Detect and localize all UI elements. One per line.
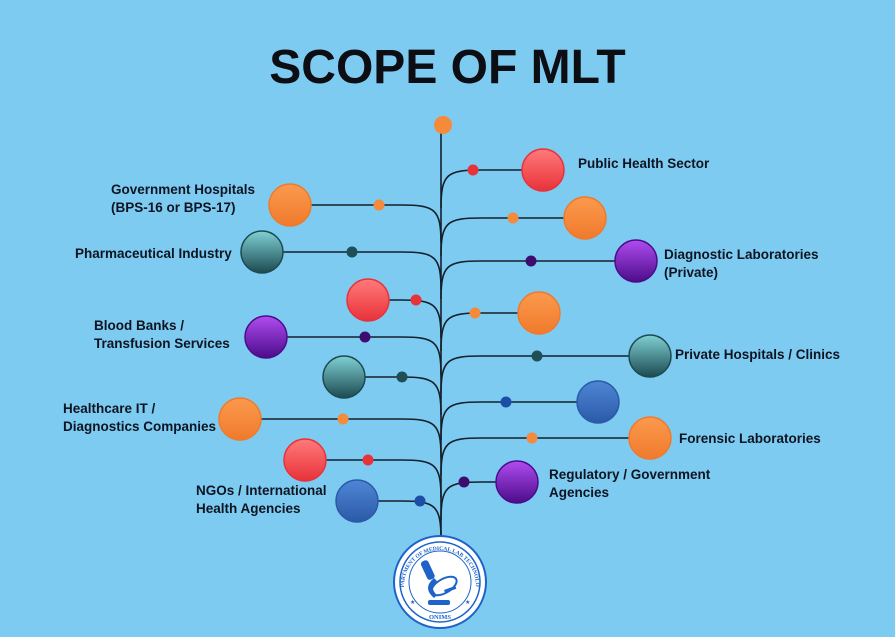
- branch-dot-healthcare-it: [337, 413, 349, 425]
- branch-dot-branch-left-3: [410, 294, 422, 306]
- page-title: SCOPE OF MLT: [269, 41, 626, 94]
- branch-dot-branch-right-2: [507, 212, 519, 224]
- branch-node-healthcare-it: [218, 397, 262, 441]
- branch-node-branch-right-6: [576, 380, 620, 424]
- branch-line-private-hospitals: [440, 355, 650, 395]
- label-pharmaceutical-industry: Pharmaceutical Industry: [75, 246, 232, 261]
- branch-line-forensic-laboratories: [440, 437, 650, 477]
- branch-node-ngos: [335, 479, 379, 523]
- svg-text:★: ★: [410, 599, 415, 606]
- branch-dot-government-hospitals: [373, 199, 385, 211]
- branch-node-government-hospitals: [268, 183, 312, 227]
- branch-line-branch-left-7: [305, 459, 442, 499]
- branch-node-branch-right-4: [517, 291, 561, 335]
- label-government-hospitals: Government Hospitals(BPS-16 or BPS-17): [111, 182, 256, 215]
- top-node: [434, 116, 452, 134]
- branch-line-blood-banks: [266, 336, 442, 376]
- svg-text:★: ★: [465, 599, 470, 606]
- branch-line-regulatory-agencies: [440, 481, 517, 521]
- branch-dot-branch-left-5: [396, 371, 408, 383]
- logo-bottom-text: ONIMS: [429, 614, 451, 621]
- branch-node-forensic-laboratories: [628, 416, 672, 460]
- branch-node-public-health-sector: [521, 148, 565, 192]
- branch-node-regulatory-agencies: [495, 460, 539, 504]
- branch-node-diagnostic-laboratories: [614, 239, 658, 283]
- branch-dot-public-health-sector: [467, 164, 479, 176]
- branch-line-branch-right-2: [440, 217, 585, 257]
- branch-line-branch-right-6: [440, 401, 598, 441]
- label-private-hospitals: Private Hospitals / Clinics: [675, 347, 841, 362]
- branch-dot-private-hospitals: [531, 350, 543, 362]
- microscope-icon: [420, 560, 458, 605]
- branch-node-branch-left-7: [283, 438, 327, 482]
- label-healthcare-it: Healthcare IT /Diagnostics Companies: [63, 401, 217, 434]
- branch-dot-blood-banks: [359, 331, 371, 343]
- branch-line-pharmaceutical-industry: [262, 251, 442, 291]
- branch-dot-ngos: [414, 495, 426, 507]
- branch-node-pharmaceutical-industry: [240, 230, 284, 274]
- branch-dot-regulatory-agencies: [458, 476, 470, 488]
- branch-line-public-health-sector: [440, 169, 543, 209]
- branch-dot-diagnostic-laboratories: [525, 255, 537, 267]
- label-diagnostic-laboratories: Diagnostic Laboratories(Private): [664, 247, 819, 280]
- label-public-health-sector: Public Health Sector: [578, 156, 710, 171]
- branch-line-government-hospitals: [290, 204, 442, 244]
- branch-dot-branch-right-6: [500, 396, 512, 408]
- branch-node-branch-right-2: [563, 196, 607, 240]
- branch-node-branch-left-5: [322, 355, 366, 399]
- branch-node-private-hospitals: [628, 334, 672, 378]
- branch-dot-branch-right-4: [469, 307, 481, 319]
- branch-line-healthcare-it: [240, 418, 442, 458]
- department-logo: DEPARTMENT OF MEDICAL LAB TECHNOLOGY ONI…: [393, 535, 487, 629]
- branch-line-ngos: [357, 500, 442, 540]
- branch-line-branch-left-3: [368, 299, 442, 339]
- branch-line-branch-right-4: [440, 312, 539, 352]
- label-forensic-laboratories: Forensic Laboratories: [679, 431, 821, 446]
- label-blood-banks: Blood Banks /Transfusion Services: [94, 318, 230, 351]
- branch-node-branch-left-3: [346, 278, 390, 322]
- branch-dot-forensic-laboratories: [526, 432, 538, 444]
- branch-dot-pharmaceutical-industry: [346, 246, 358, 258]
- branch-node-blood-banks: [244, 315, 288, 359]
- branch-dot-branch-left-7: [362, 454, 374, 466]
